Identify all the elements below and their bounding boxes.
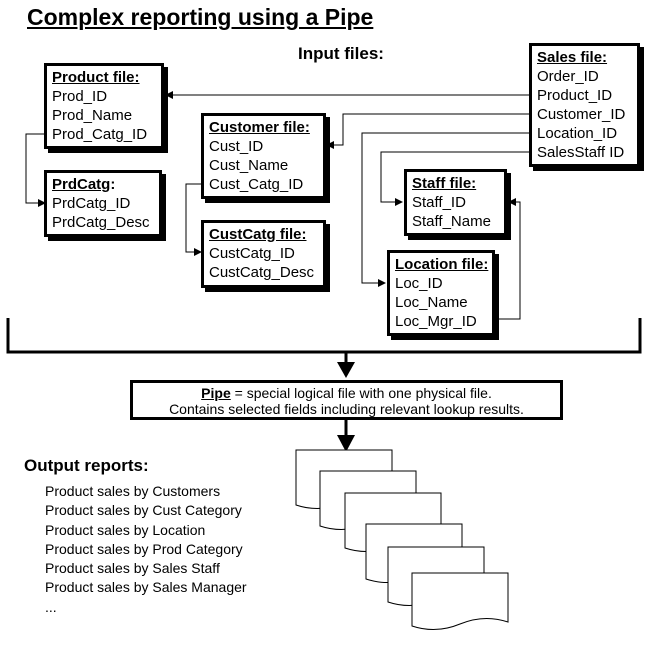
staff-file-field: Staff_ID <box>412 194 466 211</box>
arrow-to-output <box>337 435 355 452</box>
customer-file-box: Customer file: Cust_ID Cust_Name Cust_Ca… <box>201 113 326 199</box>
location-file-field: Loc_ID <box>395 275 443 292</box>
report-stack <box>295 449 509 630</box>
custcatg-file-field: CustCatg_ID <box>209 245 295 262</box>
pipe-keyword: Pipe <box>201 385 231 401</box>
custcatg-file-box: CustCatg file: CustCatg_ID CustCatg_Desc <box>201 220 326 288</box>
location-file-field: Loc_Name <box>395 294 468 311</box>
product-file-box: Product file: Prod_ID Prod_Name Prod_Cat… <box>44 63 164 149</box>
report-page <box>411 572 509 630</box>
product-file-header: Product file: <box>52 69 140 86</box>
input-files-label: Input files: <box>298 44 384 63</box>
sales-file-field: SalesStaff ID <box>537 144 625 161</box>
link-customer <box>326 113 529 149</box>
output-reports-title: Output reports: <box>24 456 149 475</box>
pipe-box: Pipe = special logical file with one phy… <box>130 380 563 420</box>
sales-file-field: Location_ID <box>537 125 618 142</box>
customer-file-field: Cust_Catg_ID <box>209 176 304 193</box>
page-title: Complex reporting using a Pipe <box>27 4 374 30</box>
location-file-field: Loc_Mgr_ID <box>395 313 477 330</box>
prdcatg-file-field: PrdCatg_Desc <box>52 214 150 231</box>
staff-file-box: Staff file: Staff_ID Staff_Name <box>404 169 507 236</box>
sales-file-field: Customer_ID <box>537 106 626 123</box>
output-report-item: Product sales by Cust Category <box>45 502 242 519</box>
sales-file-field: Product_ID <box>537 87 613 104</box>
output-report-item: Product sales by Customers <box>45 483 221 499</box>
staff-file-header: Staff file: <box>412 175 477 192</box>
output-report-item: Product sales by Location <box>45 521 206 538</box>
output-reports-list: Product sales by Customers Product sales… <box>45 482 247 617</box>
pipe-definition: = special logical file with one physical… <box>230 385 492 401</box>
input-bracket <box>6 318 642 354</box>
sales-file-box: Sales file: Order_ID Product_ID Customer… <box>529 43 640 167</box>
product-file-field: Prod_Name <box>52 107 133 124</box>
link-location <box>361 132 529 287</box>
pipe-line-2: Contains selected fields including relev… <box>169 401 524 417</box>
output-report-item: Product sales by Prod Category <box>45 540 243 557</box>
prdcatg-file-box: PrdCatg: PrdCatg_ID PrdCatg_Desc <box>44 170 162 237</box>
customer-file-field: Cust_ID <box>209 138 264 155</box>
link-custcatg <box>185 183 203 256</box>
output-report-item: Product sales by Sales Staff <box>45 560 220 577</box>
sales-file-field: Order_ID <box>537 68 599 85</box>
sales-file-header: Sales file: <box>537 49 608 66</box>
prdcatg-file-field: PrdCatg_ID <box>52 195 131 212</box>
output-report-item: Product sales by Sales Manager <box>45 579 247 596</box>
link-manager <box>495 198 521 320</box>
custcatg-file-header: CustCatg file: <box>209 226 307 243</box>
pipe-line-1: Pipe = special logical file with one phy… <box>133 385 560 401</box>
location-file-box: Location file: Loc_ID Loc_Name Loc_Mgr_I… <box>387 250 495 336</box>
product-file-field: Prod_ID <box>52 88 108 105</box>
prdcatg-file-header: PrdCatg: <box>52 176 116 193</box>
staff-file-field: Staff_Name <box>412 213 491 230</box>
arrow-to-pipe <box>337 362 355 378</box>
output-report-item: ... <box>45 598 57 615</box>
product-file-field: Prod_Catg_ID <box>52 126 148 143</box>
custcatg-file-field: CustCatg_Desc <box>209 264 315 281</box>
link-prdcatg <box>25 133 46 207</box>
location-file-header: Location file: <box>395 256 489 273</box>
customer-file-field: Cust_Name <box>209 157 289 174</box>
customer-file-header: Customer file: <box>209 119 310 136</box>
link-staff <box>380 151 529 206</box>
